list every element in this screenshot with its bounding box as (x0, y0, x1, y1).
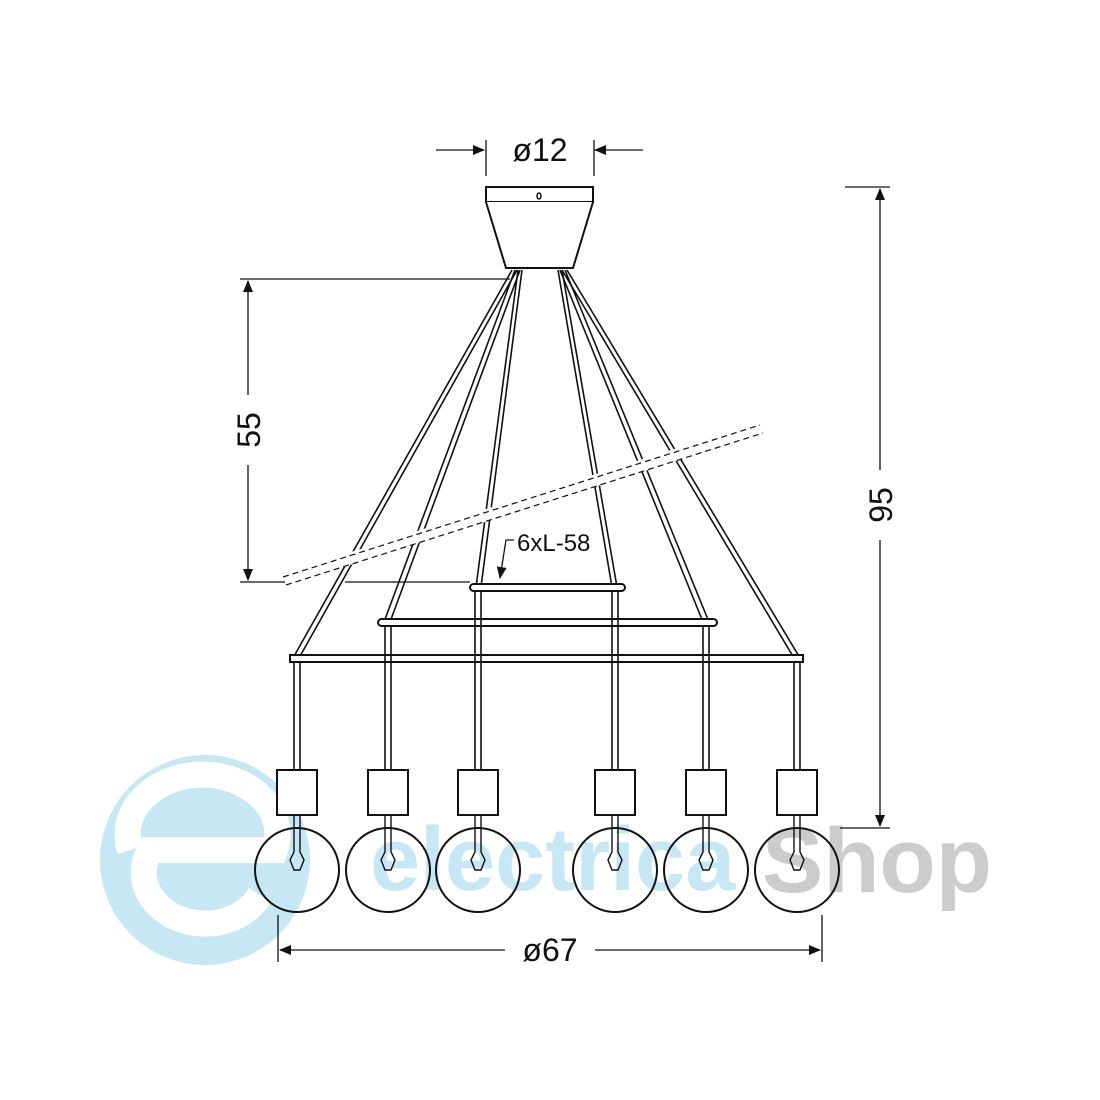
socket (685, 769, 727, 816)
bulb (754, 827, 840, 913)
bulb (572, 827, 658, 913)
dim-label-overall-diameter: ø67 (522, 932, 577, 968)
bars (289, 583, 804, 663)
dim-label-canopy-diameter: ø12 (512, 132, 567, 168)
lamp-4 (572, 769, 658, 913)
dim-label-bars-drop: 55 (231, 412, 267, 448)
lamp-2 (345, 769, 431, 913)
bar-bottom (289, 654, 804, 663)
filament (789, 815, 805, 871)
watermark-text-shop: Shop (762, 810, 992, 912)
lamp-3 (435, 769, 521, 913)
bulb (435, 827, 521, 913)
socket (457, 769, 499, 816)
dim-label-cable-length: 6xL-58 (517, 530, 590, 557)
bulb (345, 827, 431, 913)
bulb (663, 827, 749, 913)
dim-label-total-height: 95 (863, 487, 899, 523)
socket (276, 769, 318, 816)
pendant-cords (293, 591, 801, 770)
filament (470, 815, 486, 871)
lamp-5 (663, 769, 749, 913)
watermark-text-electrica: electrica (370, 810, 736, 910)
filament (607, 815, 623, 871)
canopy (485, 186, 594, 269)
filament (698, 815, 714, 871)
filament (289, 815, 305, 871)
socket (367, 769, 409, 816)
filament (380, 815, 396, 871)
socket (594, 769, 636, 816)
lamps (254, 769, 840, 913)
bar-middle (377, 618, 718, 627)
suspension-wires (292, 269, 801, 659)
lamp-1 (254, 769, 340, 913)
cut-lines (281, 422, 764, 586)
bar-top (469, 583, 626, 592)
socket (776, 769, 818, 816)
lamp-6 (754, 769, 840, 913)
bulb (254, 827, 340, 913)
